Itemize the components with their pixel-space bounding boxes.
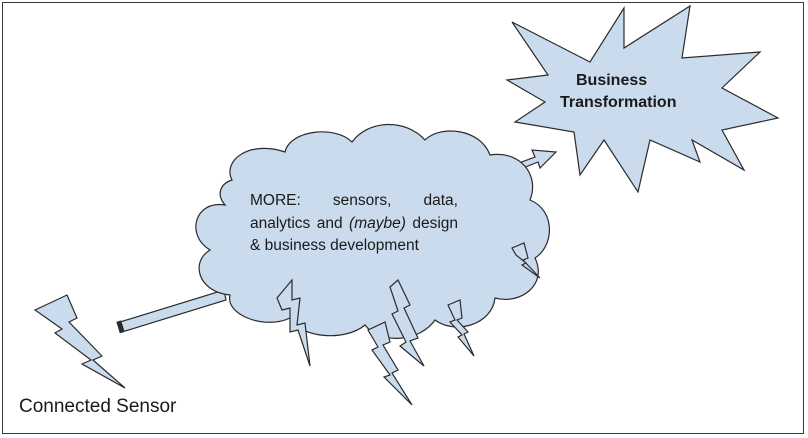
connected-sensor-label: Connected Sensor bbox=[19, 396, 176, 418]
connected-sensor-bolt bbox=[35, 295, 125, 388]
cloud-text-italic: (maybe) bbox=[349, 215, 406, 232]
burst-line-2: Transformation bbox=[560, 92, 710, 114]
cloud-label: MORE: sensors, data, analytics and (mayb… bbox=[250, 190, 458, 258]
burst-line-1: Business bbox=[560, 70, 710, 92]
sensor-to-cloud-arrow bbox=[116, 290, 226, 333]
business-transformation-label: Business Transformation bbox=[560, 70, 710, 114]
